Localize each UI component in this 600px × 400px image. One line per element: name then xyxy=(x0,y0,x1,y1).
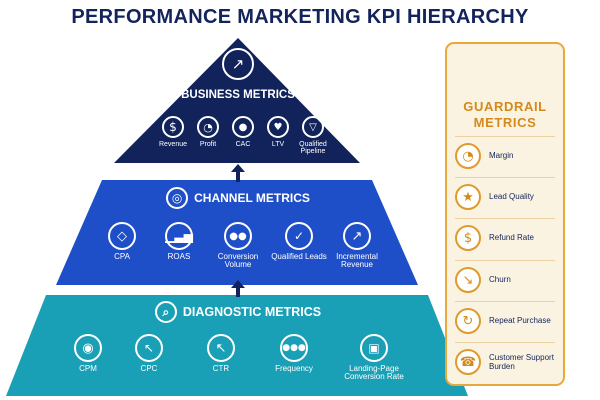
divider xyxy=(455,260,555,261)
metric-qualified-pipeline: ▽ Qualified Pipeline xyxy=(290,116,336,156)
guardrail-metrics-title: GUARDRAIL METRICS xyxy=(463,99,547,130)
click-icon: ↖ xyxy=(135,334,163,362)
page-title: PERFORMANCE MARKETING KPI HIERARCHY xyxy=(71,6,529,28)
divider xyxy=(455,342,555,343)
metric-ltv: ♥ LTV xyxy=(258,116,298,148)
up-arrow-icon xyxy=(231,280,245,297)
metric-conversion-volume: ●● Conversion Volume xyxy=(210,222,266,270)
pie-chart-icon: ◔ xyxy=(197,116,219,138)
chart-up-icon: ↗ xyxy=(222,48,254,80)
users-icon: ●● xyxy=(224,222,252,250)
user-icon: ● xyxy=(232,116,254,138)
cursor-icon: ↖ xyxy=(207,334,235,362)
diagnostic-metrics-title: ⌕ DIAGNOSTIC METRICS xyxy=(120,300,356,324)
business-metrics-title: BUSINESS METRICS xyxy=(181,89,295,101)
diagnostic-tier-shape xyxy=(6,295,468,396)
magnifier-icon: ⌕ xyxy=(154,301,177,323)
metric-incremental-revenue: ↗ Incremental Revenue xyxy=(327,222,387,270)
pie-chart-icon: ◔ xyxy=(455,143,481,169)
user-check-icon: ✓ xyxy=(285,222,313,250)
metric-roas: ▁▃▅ ROAS xyxy=(154,222,204,261)
metric-ctr: ↖ CTR xyxy=(196,334,246,373)
headset-icon: ☎ xyxy=(455,349,481,375)
guardrail-item-lead-quality: ★ Lead Quality xyxy=(455,181,563,213)
metric-frequency: ●●● Frequency xyxy=(266,334,322,373)
metric-cpm: ◉ CPM xyxy=(63,334,113,373)
user-heart-icon: ♥ xyxy=(267,116,289,138)
browser-icon: ▣ xyxy=(360,334,388,362)
channel-metrics-title: ◎ CHANNEL METRICS xyxy=(150,186,326,210)
guardrail-item-churn: ↘ Churn xyxy=(455,264,563,296)
group-icon: ●●● xyxy=(280,334,308,362)
bar-chart-icon: ▁▃▅ xyxy=(165,222,193,250)
tag-icon: ◇ xyxy=(108,222,136,250)
divider xyxy=(455,177,555,178)
refund-icon: $ xyxy=(455,225,481,251)
guardrail-panel: GUARDRAIL METRICS ◔ Margin ★ Lead Qualit… xyxy=(445,42,565,386)
divider xyxy=(455,218,555,219)
funnel-icon: ▽ xyxy=(302,116,324,138)
guardrail-item-repeat-purchase: ↻ Repeat Purchase xyxy=(455,305,563,337)
guardrail-item-customer-support-burden: ☎ Customer Support Burden xyxy=(455,346,563,378)
cart-icon: ↻ xyxy=(455,308,481,334)
metric-cpa: ◇ CPA xyxy=(97,222,147,261)
divider xyxy=(455,301,555,302)
dollar-icon: $ xyxy=(162,116,184,138)
metric-revenue: $ Revenue xyxy=(153,116,193,148)
metric-cac: ● CAC xyxy=(223,116,263,148)
metric-cpc: ↖ CPC xyxy=(124,334,174,373)
up-arrow-icon xyxy=(231,164,245,182)
trend-up-icon: ↗ xyxy=(343,222,371,250)
metric-landing-page-conversion-rate: ▣ Landing-Page Conversion Rate xyxy=(334,334,414,382)
metric-profit: ◔ Profit xyxy=(188,116,228,148)
guardrail-item-margin: ◔ Margin xyxy=(455,140,563,172)
guardrail-item-refund-rate: $ Refund Rate xyxy=(455,222,563,254)
metric-qualified-leads: ✓ Qualified Leads xyxy=(271,222,327,261)
user-star-icon: ★ xyxy=(455,184,481,210)
divider xyxy=(455,136,555,137)
target-icon: ◎ xyxy=(166,187,189,209)
trend-down-icon: ↘ xyxy=(455,267,481,293)
eye-icon: ◉ xyxy=(74,334,102,362)
